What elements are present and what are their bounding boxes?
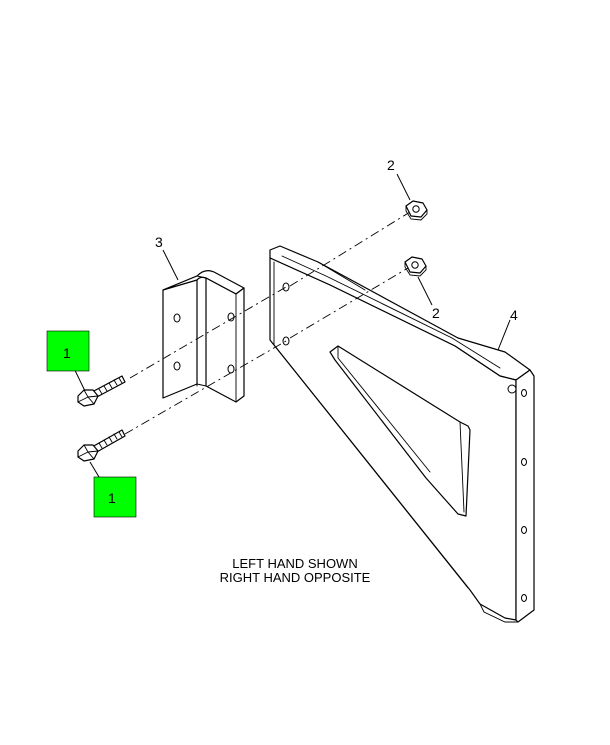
hex-nut-upper — [405, 200, 428, 221]
note-left-hand: LEFT HAND SHOWN — [232, 556, 357, 571]
callout-box-bolt-lower — [93, 476, 137, 518]
callout-nut-lower: 2 — [432, 305, 440, 321]
assembly-lines — [124, 211, 411, 435]
callout-angle-bracket: 3 — [155, 234, 163, 250]
callout-nut-upper: 2 — [387, 157, 395, 173]
note-right-hand: RIGHT HAND OPPOSITE — [220, 570, 371, 585]
callout-box-bolt-upper — [46, 330, 90, 372]
bolt-upper — [77, 375, 126, 407]
bolt-lower — [77, 429, 126, 462]
callout-bolt-upper: 1 — [63, 345, 71, 361]
mount-plate — [269, 245, 535, 623]
callout-bolt-lower: 1 — [108, 490, 116, 506]
hex-nut-lower — [404, 256, 427, 277]
angle-bracket — [162, 270, 245, 403]
callout-mount-plate: 4 — [510, 307, 518, 323]
